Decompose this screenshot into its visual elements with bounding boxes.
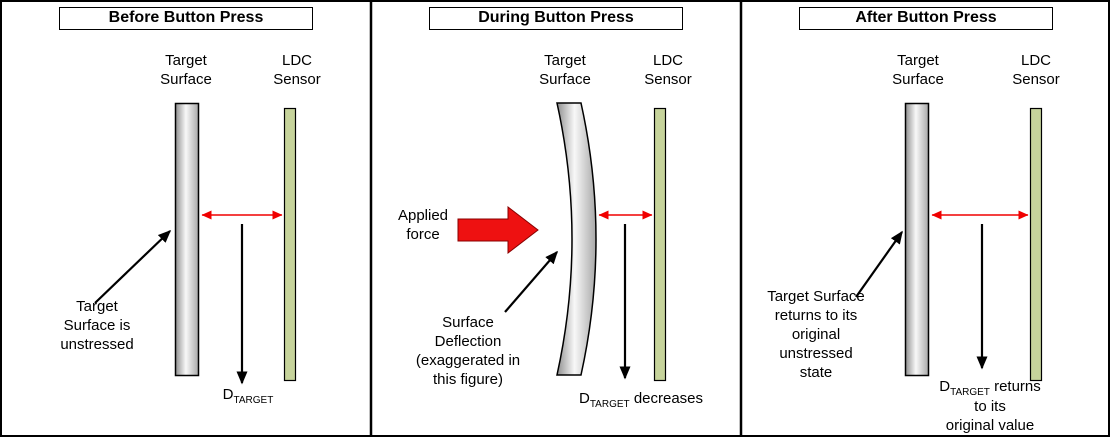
- ldc-sensor-bar-after: [1029, 107, 1043, 382]
- ldc-sensor-bar-during: [653, 107, 667, 382]
- target-surface-bar-before: [174, 102, 200, 377]
- ldc-sensor-label-before: LDC Sensor: [273, 52, 321, 88]
- target-surface-label-during: Target Surface: [539, 52, 591, 88]
- target-surface-bar-deflected: [556, 102, 597, 376]
- d-subscript: TARGET: [950, 387, 990, 398]
- d-symbol: D: [939, 378, 951, 395]
- panel-title-before: Before Button Press: [59, 7, 313, 30]
- deflection-annotation: Surface Deflection (exaggerated in this …: [415, 314, 521, 388]
- applied-force-label: Applied force: [397, 207, 449, 243]
- ldc-sensor-bar-before: [283, 107, 297, 382]
- d-symbol: D: [222, 386, 234, 403]
- d-subscript: TARGET: [233, 395, 274, 406]
- panel-title-after: After Button Press: [799, 7, 1053, 30]
- ldc-sensor-label-during: LDC Sensor: [644, 52, 692, 88]
- ldc-sensor-label-after: LDC Sensor: [1012, 52, 1060, 88]
- target-surface-label-after: Target Surface: [892, 52, 944, 88]
- d-suffix: decreases: [629, 390, 704, 407]
- deflection-pointer-arrow: [504, 250, 558, 313]
- target-surface-label-before: Target Surface: [160, 52, 212, 88]
- d-target-label-before: DTARGET: [223, 386, 274, 406]
- panel-title-during: During Button Press: [429, 7, 683, 30]
- d-suffix-line1: returns to its: [974, 378, 1041, 415]
- unstressed-annotation: Target Surface is unstressed: [60, 298, 134, 353]
- returns-pointer-arrow: [855, 230, 903, 298]
- returns-state-annotation: Target Surface returns to its original u…: [767, 288, 865, 381]
- d-subscript: TARGET: [589, 399, 630, 410]
- d-suffix-line2: original value: [945, 416, 1035, 434]
- target-surface-bar-after: [904, 102, 930, 377]
- applied-force-arrow: [457, 205, 539, 255]
- d-symbol: D: [578, 390, 590, 407]
- unstressed-pointer-arrow: [94, 229, 172, 304]
- d-target-decreases-label: DTARGET decreases: [579, 390, 703, 410]
